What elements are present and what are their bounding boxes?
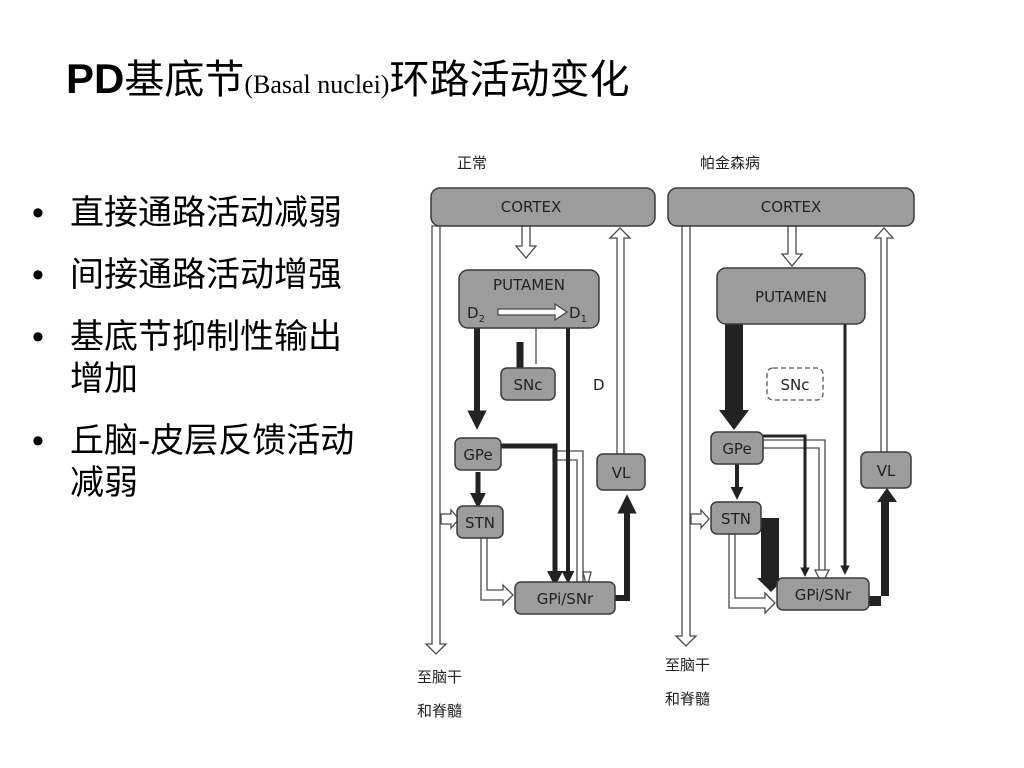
bullet-item: • 丘脑-皮层反馈活动减弱 bbox=[30, 420, 375, 504]
parkinson-vl-box bbox=[860, 451, 912, 489]
bullet-dot: • bbox=[32, 256, 44, 294]
bullet-text: 丘脑-皮层反馈活动减弱 bbox=[70, 421, 355, 503]
parkinson-gpi-label: GPi/SNr bbox=[795, 586, 852, 604]
parkinson-gpe-label: GPe bbox=[722, 440, 751, 458]
bullet-list: • 直接通路活动减弱 • 间接通路活动增强 • 基底节抑制性输出增加 • 丘脑-皮层反馈… bbox=[30, 192, 375, 524]
parkinson-stn-label: STN bbox=[721, 510, 751, 528]
parkinson-hollow-arrows bbox=[674, 225, 895, 647]
bullet-dot: • bbox=[32, 194, 44, 232]
normal-stn-box bbox=[456, 505, 504, 539]
normal-cortex-box bbox=[430, 187, 656, 227]
normal-d2-d1-arrow bbox=[497, 302, 569, 322]
parkinson-panel: 帕金森病 bbox=[665, 154, 915, 708]
normal-panel: 正常 bbox=[417, 154, 656, 720]
normal-putamen-label: PUTAMEN bbox=[493, 276, 565, 294]
normal-gpe-label: GPe bbox=[463, 446, 492, 464]
slide-title: PD基底节(Basal nuclei)环路活动变化 bbox=[66, 55, 630, 103]
bullet-text: 基底节抑制性输出增加 bbox=[70, 317, 342, 399]
parkinson-vl-label: VL bbox=[877, 462, 896, 480]
bullet-text: 间接通路活动增强 bbox=[70, 255, 342, 295]
normal-output-line2: 和脊髓 bbox=[417, 702, 462, 720]
parkinson-snc-label: SNc bbox=[781, 376, 810, 394]
normal-snc-label: SNc bbox=[514, 376, 543, 394]
normal-gpe-box bbox=[454, 437, 502, 471]
parkinson-gpe-box bbox=[710, 431, 764, 465]
title-prefix: PD bbox=[66, 55, 125, 102]
bullet-dot: • bbox=[32, 422, 44, 460]
bullet-item: • 直接通路活动减弱 bbox=[30, 192, 375, 234]
parkinson-gpi-box bbox=[776, 577, 870, 611]
normal-d2-label: D2 bbox=[467, 304, 485, 325]
normal-gpi-box bbox=[514, 581, 616, 615]
parkinson-snc-box bbox=[766, 367, 824, 401]
parkinson-caption: 帕金森病 bbox=[700, 154, 760, 172]
normal-vl-label: VL bbox=[612, 464, 631, 482]
basal-ganglia-circuit-diagram: 正常 bbox=[417, 154, 915, 720]
parkinson-output-line1: 至脑干 bbox=[665, 656, 710, 674]
normal-snc-box bbox=[500, 367, 556, 401]
normal-output-line1: 至脑干 bbox=[417, 668, 462, 686]
title-part1: 基底节 bbox=[124, 57, 245, 103]
normal-caption: 正常 bbox=[457, 154, 487, 172]
bullet-dot: • bbox=[32, 318, 44, 356]
parkinson-cortex-label: CORTEX bbox=[761, 198, 822, 216]
bullet-text: 直接通路活动减弱 bbox=[70, 193, 342, 233]
bullet-item: • 间接通路活动增强 bbox=[30, 254, 375, 296]
parkinson-output-line2: 和脊髓 bbox=[665, 690, 710, 708]
parkinson-black-arrows bbox=[719, 322, 897, 606]
parkinson-stn-box bbox=[710, 501, 762, 535]
normal-d1-label: D1 bbox=[569, 304, 587, 325]
title-latin: (Basal nuclei) bbox=[244, 70, 390, 99]
title-part2: 环路活动变化 bbox=[389, 57, 630, 103]
normal-cortex-label: CORTEX bbox=[501, 198, 562, 216]
parkinson-putamen-box bbox=[716, 267, 866, 325]
parkinson-putamen-label: PUTAMEN bbox=[755, 288, 827, 306]
normal-d-label: D bbox=[593, 376, 605, 394]
normal-gpi-label: GPi/SNr bbox=[537, 590, 594, 608]
normal-stn-label: STN bbox=[465, 514, 495, 532]
bullet-item: • 基底节抑制性输出增加 bbox=[30, 316, 375, 400]
normal-vl-box bbox=[596, 453, 646, 491]
parkinson-cortex-box bbox=[667, 187, 915, 227]
